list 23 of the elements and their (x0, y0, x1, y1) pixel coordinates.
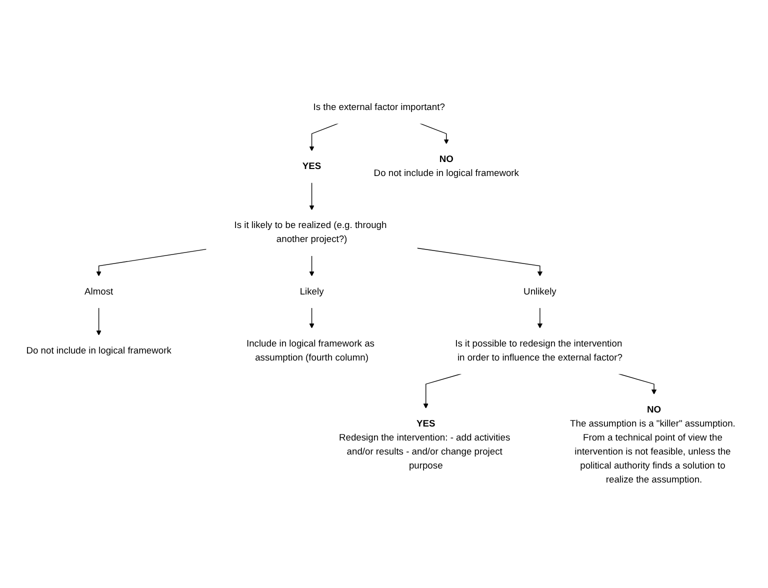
node-text: Include in logical framework as assumption (fourth column) (246, 338, 374, 363)
arrow (423, 374, 462, 409)
node-text: YES Redesign the intervention: - add activities and/or results - and/or change project purpose (338, 418, 510, 471)
arrow (309, 123, 339, 152)
node-text: Do not include in logical framework (26, 346, 172, 356)
node-text: Is it possible to redesign the intervention in order to influence the external factor? (455, 338, 622, 363)
node-text: Likely (300, 286, 324, 297)
node-text: YES (302, 161, 322, 172)
node-text: NO Do not include in logical framework (374, 154, 519, 178)
arrow (309, 307, 314, 328)
arrow (537, 307, 543, 328)
arrow (416, 248, 543, 276)
arrow (618, 374, 657, 395)
arrow (309, 182, 314, 210)
arrow (420, 123, 449, 144)
node-text: Is the external factor important? (313, 102, 445, 112)
node-text: Unlikely (524, 286, 556, 297)
node-text: NO The assumption is a "killer" assumption. From a technical point of view the intervention is not feasible, unless the political authority finds a solution to realize the assumption. (570, 404, 736, 486)
node-text: Is it likely to be realized (e.g. through another project?) (234, 220, 387, 245)
arrow (309, 255, 314, 276)
node-text: Almost (84, 286, 114, 297)
arrow (96, 248, 207, 276)
arrow (96, 307, 102, 336)
